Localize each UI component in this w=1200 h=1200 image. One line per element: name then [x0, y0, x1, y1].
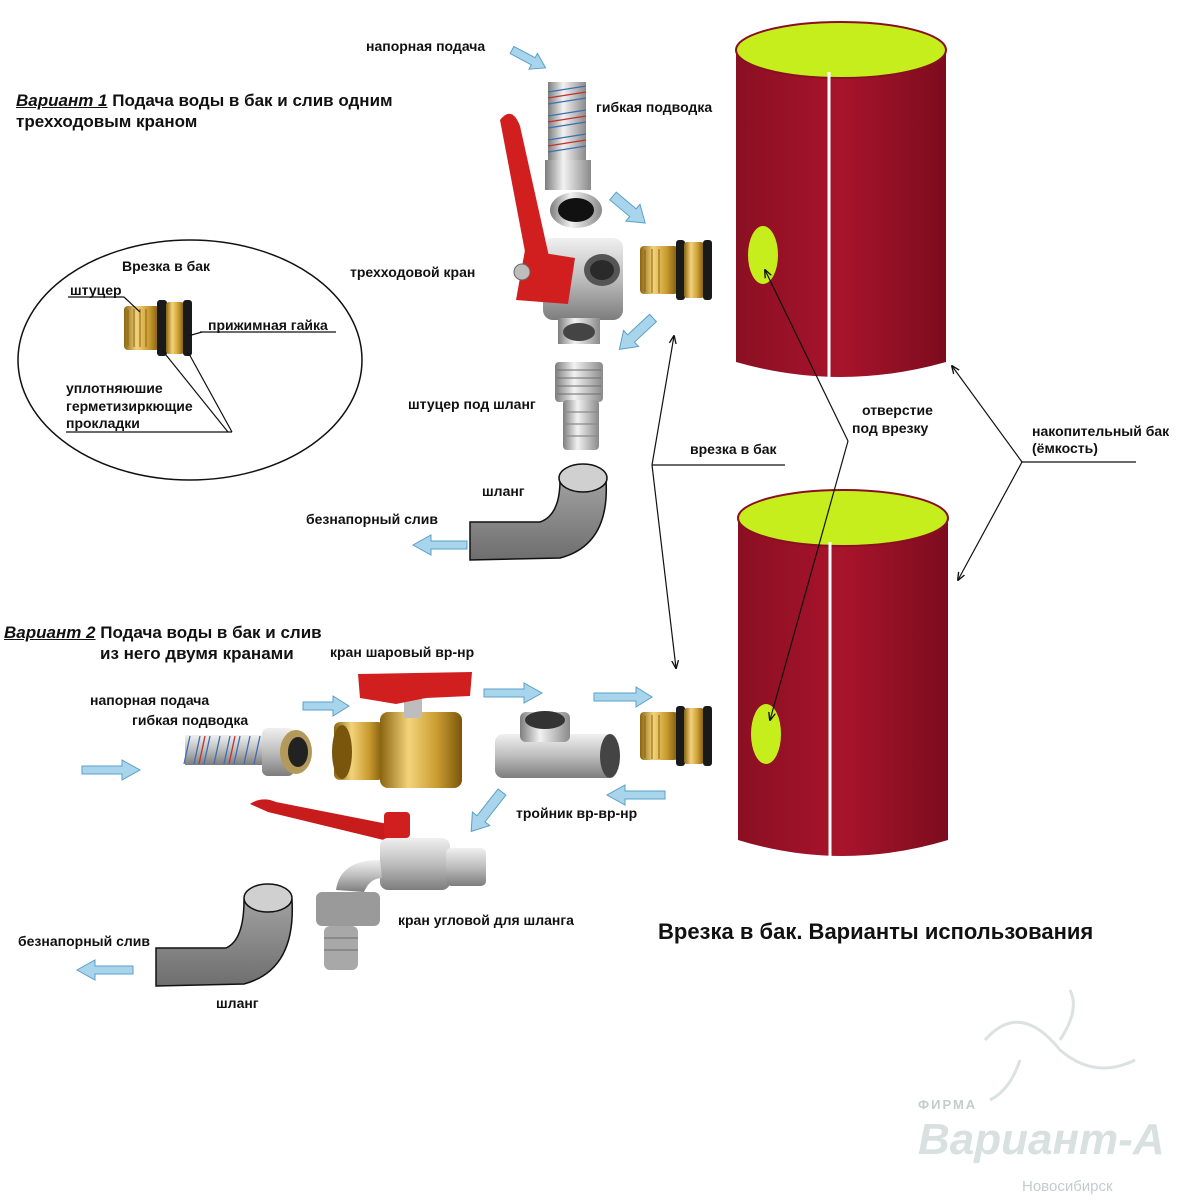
pressure-feed-label-bottom: напорная подача — [90, 692, 210, 708]
watermark-city: Новосибирск — [1022, 1178, 1113, 1195]
watermark-logo — [983, 989, 1136, 1102]
angle-valve-label: кран угловой для шланга — [398, 912, 574, 928]
flex-hose-bottom — [183, 728, 312, 776]
variant1-number: Вариант 1 — [16, 91, 108, 110]
tank-label-2: (ёмкость) — [1032, 440, 1098, 456]
tank-fitting-bottom — [640, 706, 712, 766]
flow-arrows — [75, 45, 666, 981]
drain-hose-top — [469, 463, 608, 561]
hole-label-2: под врезку — [852, 420, 929, 436]
tank-hole-top — [748, 226, 778, 284]
hose-label-top: шланг — [482, 483, 525, 499]
hole-label-1: отверстие — [862, 402, 933, 418]
inset-fitting — [124, 300, 192, 356]
three-way-valve-label: трехходовой кран — [350, 264, 476, 280]
gravity-drain-label-top: безнапорный слив — [306, 511, 438, 527]
tank-fitting-top — [640, 240, 712, 300]
variant1-text2: трехходовым краном — [16, 112, 198, 132]
variant2-text: Подача воды в бак и слив — [100, 623, 322, 642]
inset-fitting-label: штуцер — [70, 282, 122, 298]
inset-nut-label: прижимная гайка — [208, 317, 328, 333]
variant2-text2: из него двумя кранами — [100, 644, 294, 664]
tee-fitting — [495, 711, 620, 778]
pressure-feed-label-top: напорная подача — [366, 38, 486, 54]
tank-label-1: накопительный бак — [1032, 423, 1170, 439]
hose-label-bottom: шланг — [216, 995, 259, 1011]
flex-hose-label-bottom: гибкая подводка — [132, 712, 249, 728]
tank-insert-label: врезка в бак — [690, 441, 777, 457]
inset-gaskets-label-3: прокладки — [66, 415, 140, 431]
storage-tank-bottom — [737, 489, 949, 858]
storage-tank-top — [735, 21, 947, 385]
drain-hose-bottom — [155, 883, 294, 987]
ball-valve-label: кран шаровый вр-нр — [330, 644, 475, 660]
callout-lines — [651, 270, 1136, 720]
inset-gaskets-label-1: уплотняюшие — [66, 380, 163, 396]
flex-hose-label-top: гибкая подводка — [596, 99, 713, 115]
watermark-small: ФИРМА — [918, 1097, 978, 1112]
angle-valve — [250, 799, 486, 970]
inset-gaskets-label-2: герметизиркющие — [66, 398, 193, 414]
watermark-logo-text: Вариант-А — [918, 1115, 1165, 1164]
inset-circle — [17, 239, 363, 481]
gravity-drain-label-bottom: безнапорный слив — [18, 933, 150, 949]
variant2-number: Вариант 2 — [4, 623, 96, 642]
inset-title: Врезка в бак — [122, 258, 211, 274]
three-way-valve — [500, 113, 623, 344]
tee-label: тройник вр-вр-нр — [516, 805, 638, 821]
ball-valve — [332, 672, 472, 788]
hose-fitting-label: штуцер под шланг — [408, 396, 536, 412]
variant2-heading: Вариант 2 Подача воды в бак и слив из не… — [4, 622, 322, 665]
diagram-title: Врезка в бак. Варианты использования — [658, 919, 1094, 944]
flex-hose-top — [545, 82, 602, 228]
variant1-heading: Вариант 1 Подача воды в бак и слив одним… — [16, 90, 393, 133]
tank-hole-bottom — [751, 704, 781, 764]
hose-fitting-top — [555, 362, 603, 450]
variant1-text: Подача воды в бак и слив одним — [112, 91, 393, 110]
